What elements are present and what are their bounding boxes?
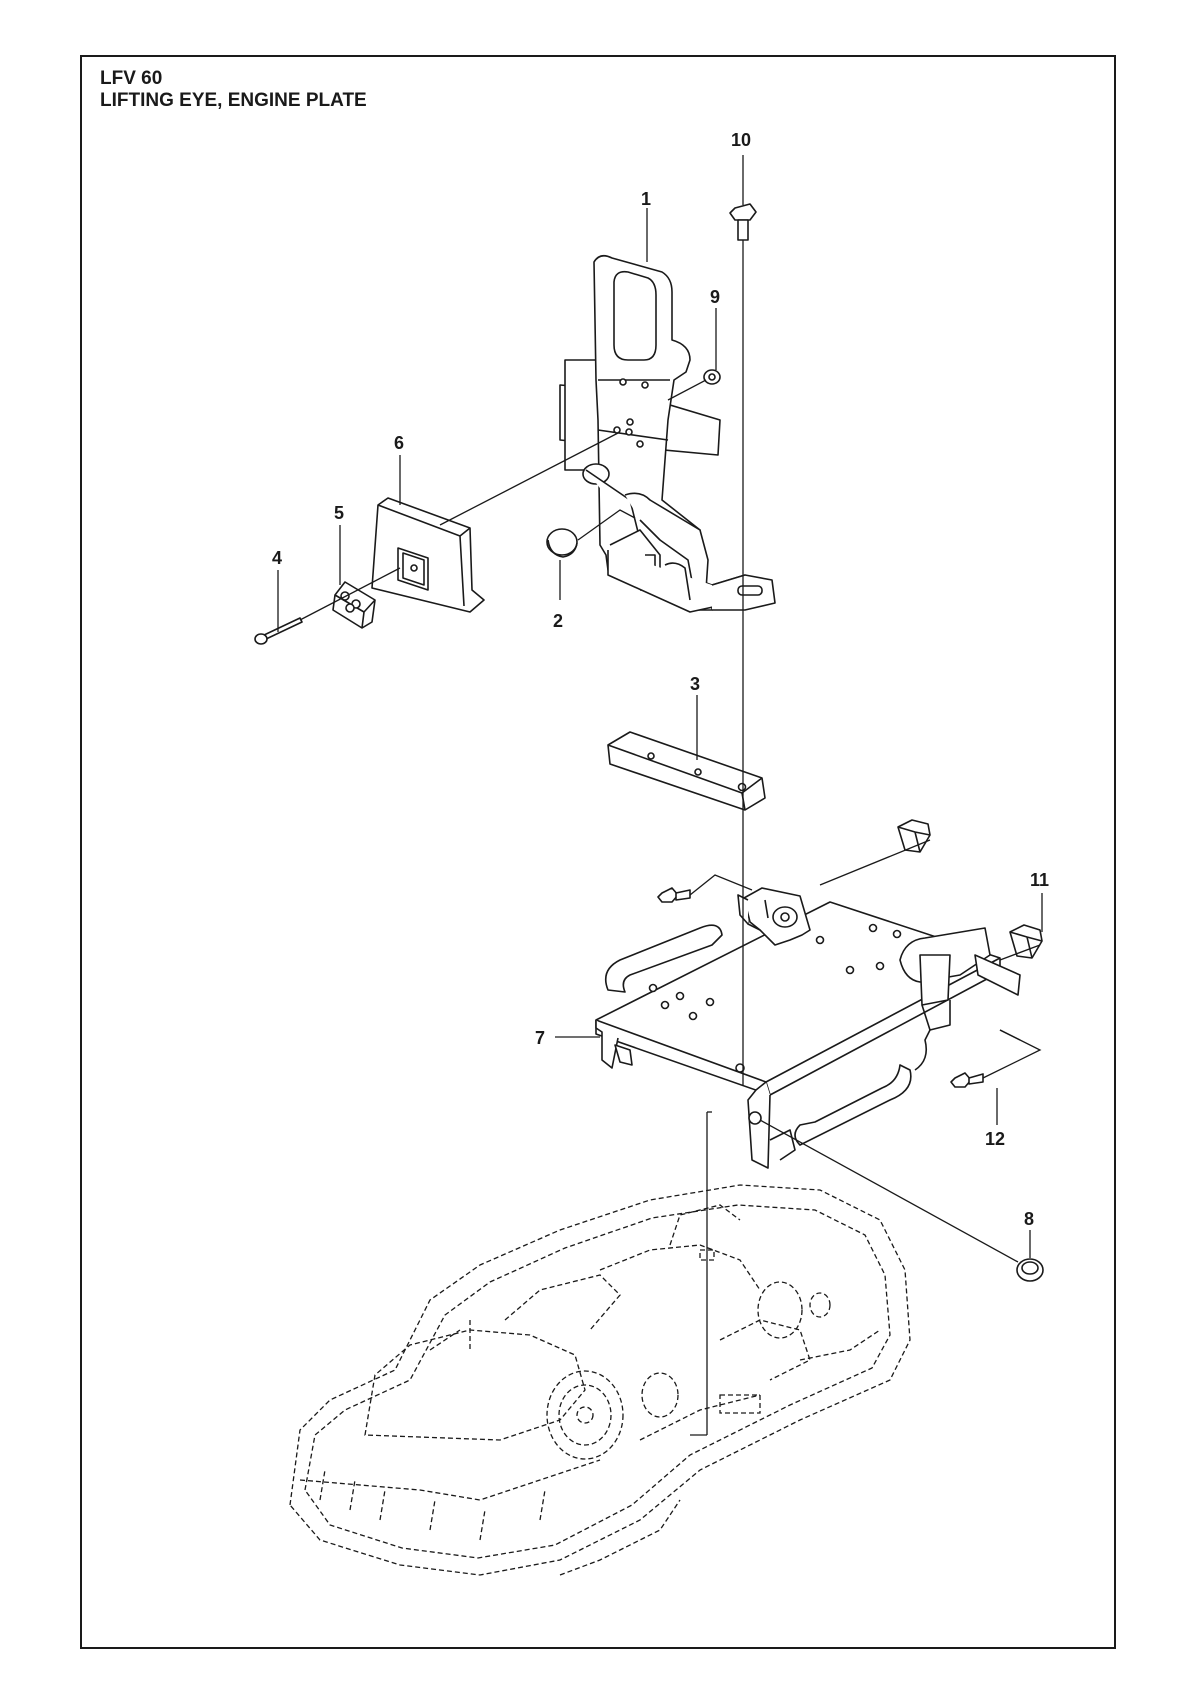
nut-part-9 [703,369,721,385]
plug-part-8 [1016,1258,1044,1282]
callout-labels: 1 2 3 4 5 6 7 8 9 10 11 12 [272,130,1049,1229]
callout-8: 8 [1024,1209,1034,1229]
callout-11: 11 [1030,870,1049,890]
callout-6: 6 [394,433,404,453]
bolt-part-10 [729,203,757,241]
section-name: LIFTING EYE, ENGINE PLATE [100,90,367,111]
base-plate-outline [289,1184,911,1576]
model-name: LFV 60 [100,68,163,89]
flange-screw-part-12 [950,1072,984,1088]
long-screw [254,617,303,645]
engine-plate [595,887,1021,1169]
callout-10: 10 [731,130,751,150]
lifting-eye-bracket [559,254,776,613]
cap-part-2 [546,528,578,558]
callout-7: 7 [535,1028,545,1048]
page-frame [80,55,1116,1649]
callout-2: 2 [553,611,563,631]
callout-12: 12 [985,1129,1005,1149]
assembly-lines [299,240,1042,1436]
callout-leaders [277,155,1043,1258]
callout-9: 9 [710,287,720,307]
small-plate [332,581,376,629]
rubber-mount-lower [1009,924,1043,959]
diagram-title: LFV 60 LIFTING EYE, ENGINE PLATE [100,68,367,112]
spacer-plate [607,731,766,811]
callout-1: 1 [641,189,651,209]
cover-plate [371,497,485,613]
flange-screw-left [657,887,691,903]
callout-5: 5 [334,503,344,523]
callout-4: 4 [272,548,282,568]
callout-3: 3 [690,674,700,694]
